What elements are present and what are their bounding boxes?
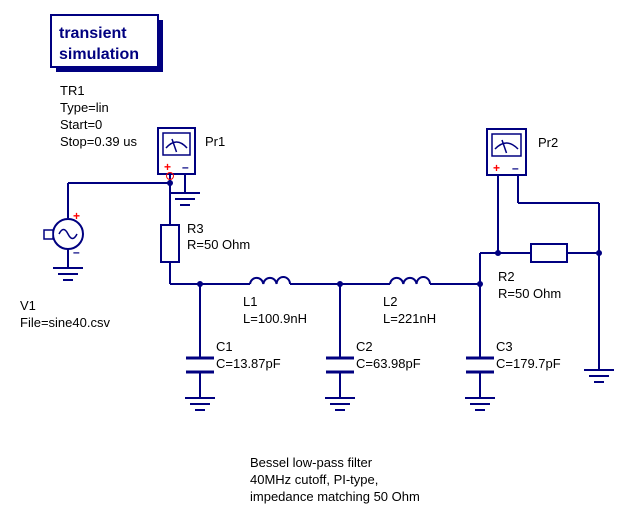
c2-value-label: C=63.98pF <box>356 356 421 371</box>
capacitor-icon <box>326 356 354 374</box>
ground-icon <box>325 397 355 411</box>
v1-name-label: V1 <box>20 298 36 313</box>
inductor-l1[interactable] <box>249 276 291 285</box>
wire-node-icon <box>167 180 173 186</box>
capacitor-c1[interactable] <box>186 356 214 374</box>
pin-marker-icon <box>166 172 174 180</box>
sim-stop-label: Stop=0.39 us <box>60 134 137 149</box>
voltage-source-v1[interactable]: + – <box>43 209 84 268</box>
capacitor-icon <box>466 356 494 374</box>
ac-voltage-source-icon <box>43 218 84 250</box>
wire-node-icon <box>477 281 483 287</box>
l1-name-label: L1 <box>243 294 257 309</box>
sim-block-frame <box>50 14 159 68</box>
c3-name-label: C3 <box>496 339 513 354</box>
sim-block-title-line1: transient <box>59 25 127 42</box>
wire-node-icon <box>596 250 602 256</box>
ground-icon <box>584 369 614 383</box>
pr1-minus-pin: – <box>182 160 189 174</box>
resistor-r3[interactable] <box>160 224 180 263</box>
ground-icon <box>170 192 200 206</box>
sim-type-label: Type=lin <box>60 100 109 115</box>
c2-name-label: C2 <box>356 339 373 354</box>
pr1-name-label: Pr1 <box>205 134 225 149</box>
filter-description-note: Bessel low-pass filter 40MHz cutoff, PI-… <box>250 455 420 504</box>
l2-value-label: L=221nH <box>383 311 436 326</box>
capacitor-c2[interactable] <box>326 356 354 374</box>
ground-icon <box>465 397 495 411</box>
wire-node-icon <box>337 281 343 287</box>
inductor-icon <box>389 276 431 285</box>
c1-value-label: C=13.87pF <box>216 356 281 371</box>
note-line-3: impedance matching 50 Ohm <box>250 489 420 504</box>
pr2-name-label: Pr2 <box>538 135 558 150</box>
sim-block-title-line2: simulation <box>59 46 139 63</box>
voltmeter-probe-icon <box>157 127 196 175</box>
sim-start-label: Start=0 <box>60 117 102 132</box>
capacitor-c3[interactable] <box>466 356 494 374</box>
r2-value-label: R=50 Ohm <box>498 286 561 301</box>
probe-pr2[interactable]: + – <box>486 128 527 176</box>
inductor-icon <box>249 276 291 285</box>
ground-icon <box>53 267 83 281</box>
pr2-minus-pin: – <box>512 161 519 175</box>
resistor-r2[interactable] <box>530 243 568 263</box>
resistor-icon <box>160 224 180 263</box>
pr1-plus-pin: + <box>164 160 171 174</box>
r2-name-label: R2 <box>498 269 515 284</box>
wire-node-icon <box>197 281 203 287</box>
voltmeter-probe-icon <box>486 128 527 176</box>
transient-simulation-block[interactable]: transient simulation <box>50 14 163 72</box>
c3-value-label: C=179.7pF <box>496 356 561 371</box>
l2-name-label: L2 <box>383 294 397 309</box>
note-line-2: 40MHz cutoff, PI-type, <box>250 472 378 487</box>
wire-node-icon <box>495 250 501 256</box>
r3-value-label: R=50 Ohm <box>187 237 250 252</box>
grounds <box>53 192 614 411</box>
inductor-l2[interactable] <box>389 276 431 285</box>
v1-minus-pin: – <box>73 245 80 259</box>
capacitor-icon <box>186 356 214 374</box>
ground-icon <box>185 397 215 411</box>
c1-name-label: C1 <box>216 339 233 354</box>
junction-nodes <box>166 172 602 287</box>
note-line-1: Bessel low-pass filter <box>250 455 373 470</box>
resistor-icon <box>530 243 568 263</box>
probe-pr1[interactable]: + – <box>157 127 196 175</box>
pr2-plus-pin: + <box>493 161 500 175</box>
r3-name-label: R3 <box>187 221 204 236</box>
v1-param-label: File=sine40.csv <box>20 315 110 330</box>
sim-name-label: TR1 <box>60 83 85 98</box>
l1-value-label: L=100.9nH <box>243 311 307 326</box>
v1-plus-pin: + <box>73 209 80 223</box>
